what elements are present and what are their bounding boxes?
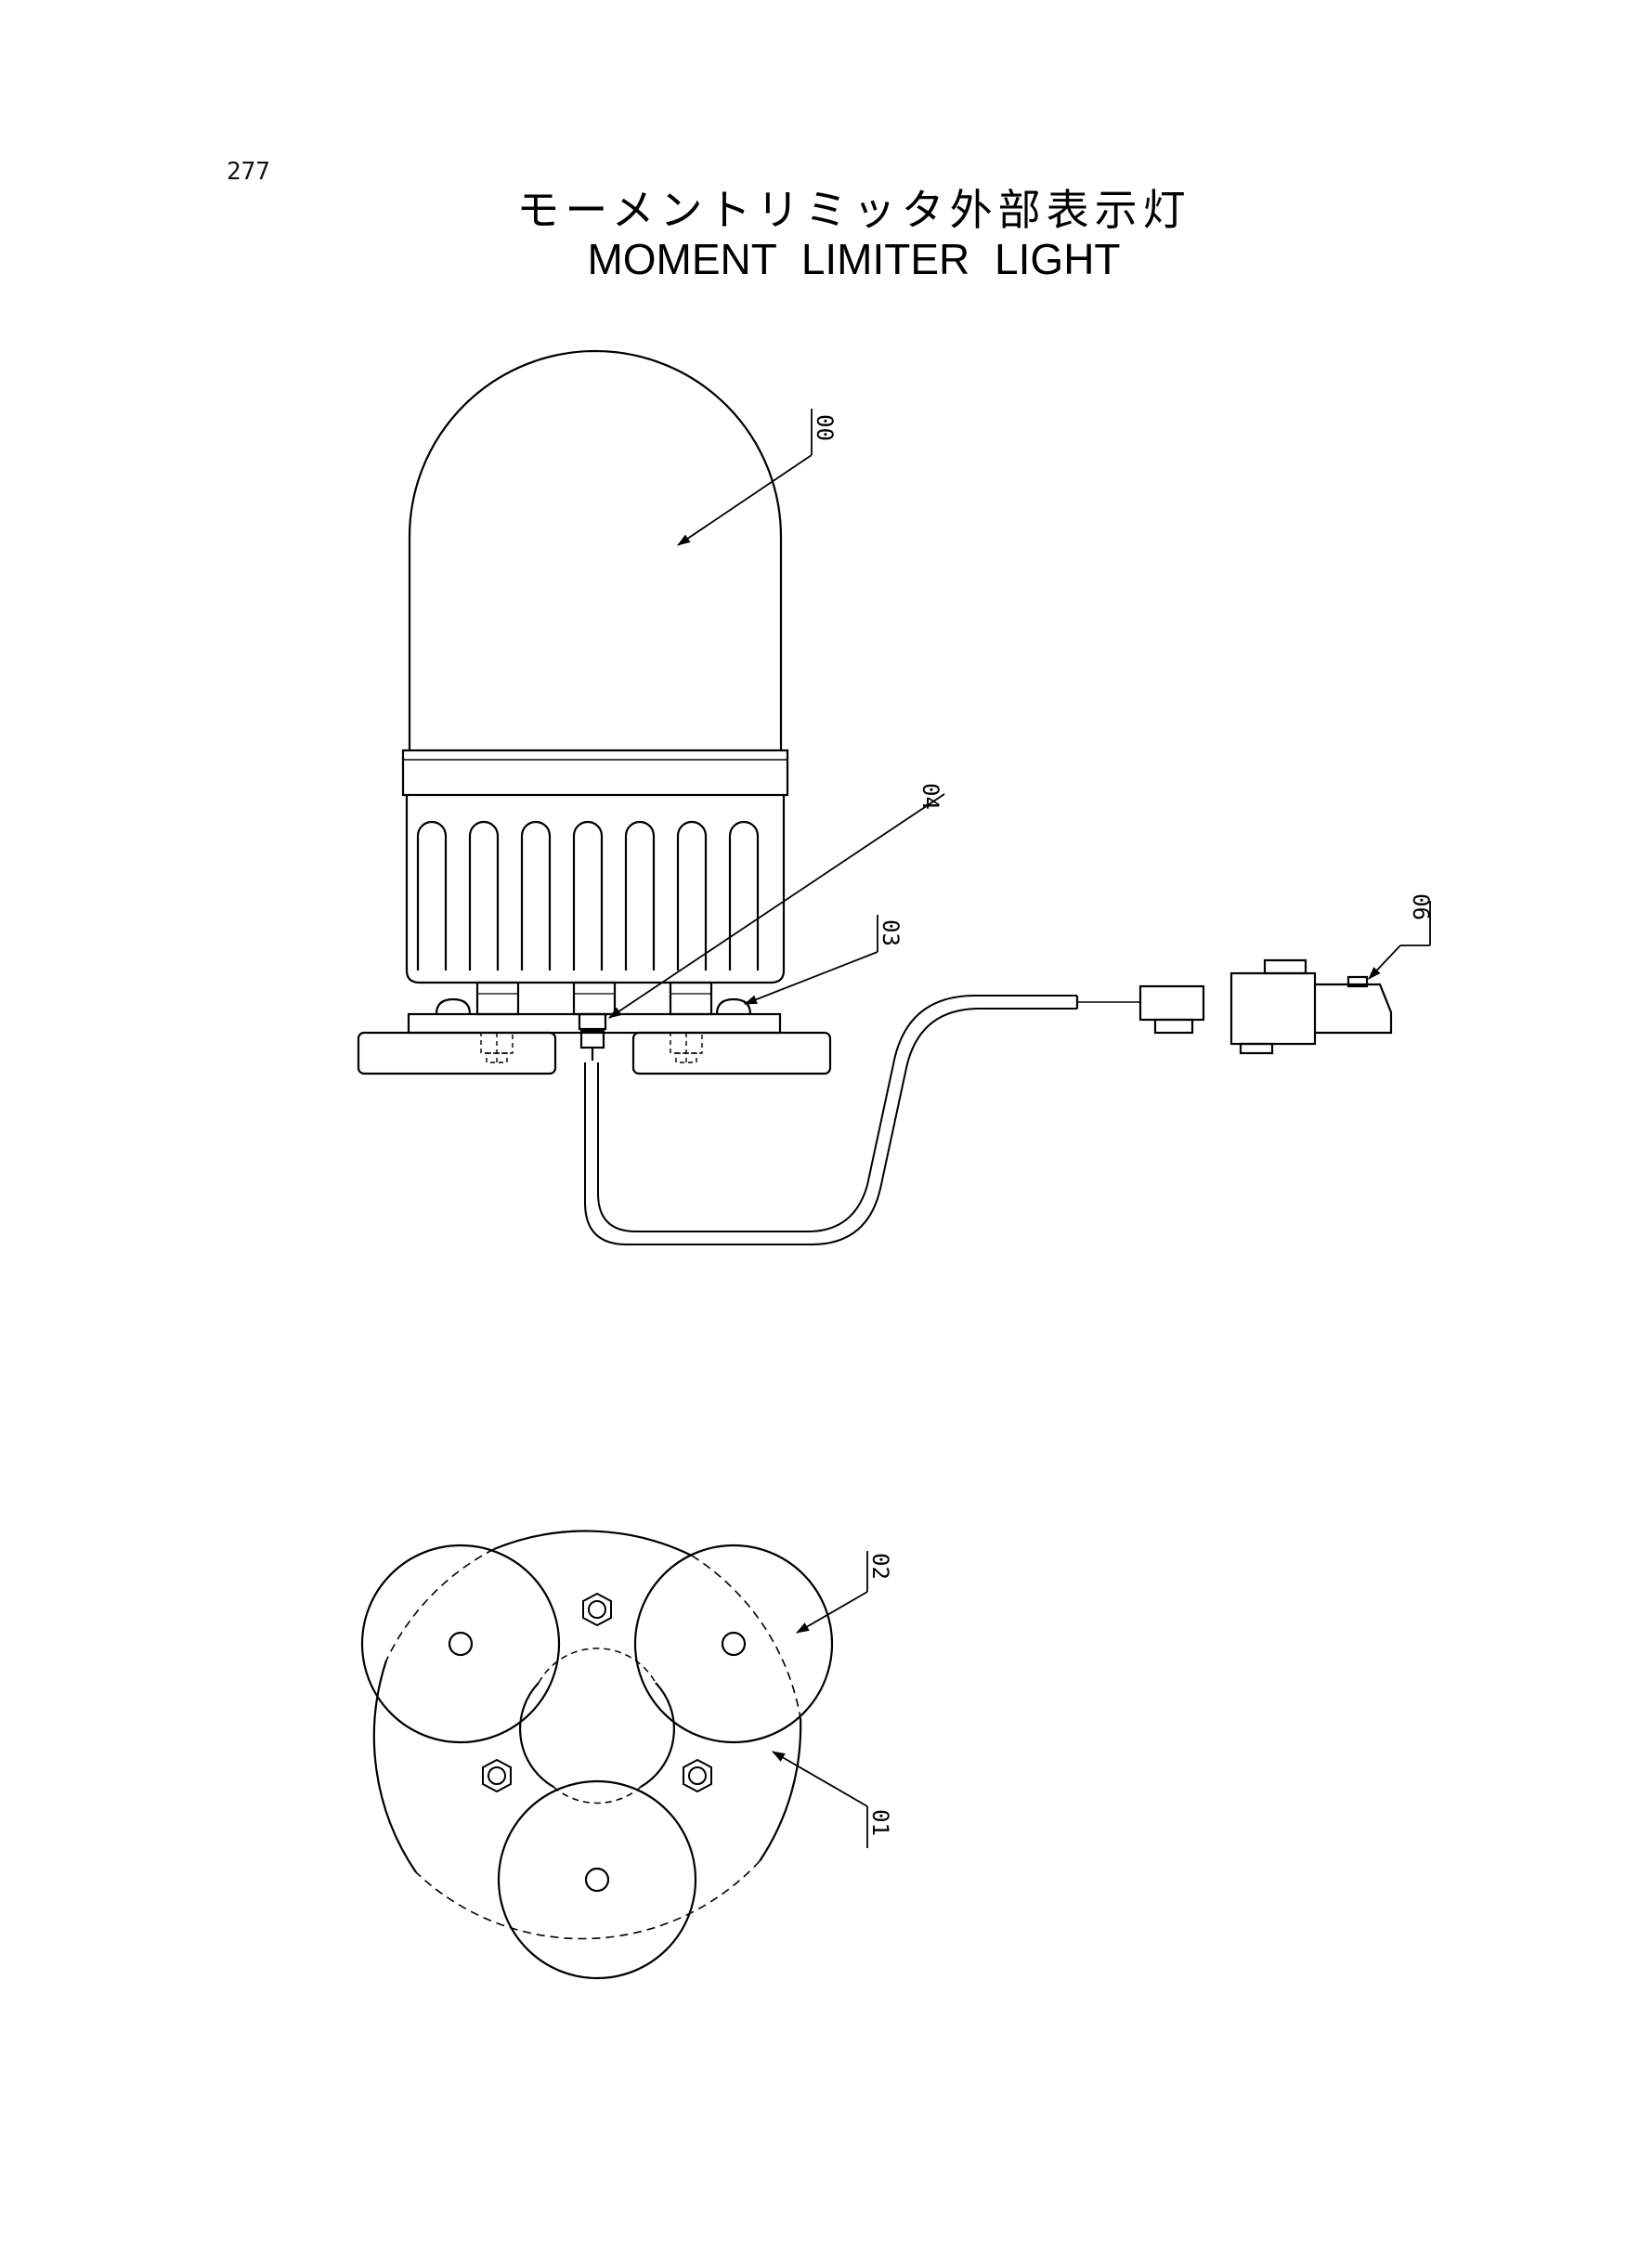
page-number: 277	[227, 158, 270, 186]
top-view-labels: 02 01	[867, 1553, 893, 1836]
callout-06: 06	[1408, 893, 1434, 920]
magnet-base-right	[631, 1031, 832, 1075]
magnet-left	[360, 1544, 561, 1744]
cable	[584, 1008, 1077, 1245]
housing-ribs	[416, 820, 760, 971]
hex-nuts	[482, 1592, 712, 1793]
light-top-view	[360, 1530, 834, 1980]
callout-01: 01	[867, 1809, 893, 1836]
center-boss-circle	[518, 1682, 676, 1788]
lens-band	[401, 749, 789, 797]
mounting-bosses	[475, 981, 713, 1016]
side-view-labels: 00 04 03 06	[812, 414, 1434, 946]
center-nut	[578, 1012, 607, 1031]
magnet-right	[633, 1544, 834, 1744]
base-circle-outer	[372, 1530, 802, 1873]
callout-02: 02	[867, 1553, 893, 1580]
light-side-view	[357, 349, 1393, 1245]
title-japanese: モーメントリミッタ外部表示灯	[516, 185, 1191, 235]
side-view-callouts	[608, 409, 1431, 1019]
magnet-base-left	[357, 1031, 557, 1075]
callout-00: 00	[812, 414, 838, 441]
callout-03: 03	[878, 919, 904, 946]
top-view-callouts	[772, 1551, 868, 1848]
title-english: MOMENT LIMITER LIGHT	[587, 235, 1121, 283]
magnet-bottom	[497, 1779, 697, 1980]
callout-04: 04	[917, 783, 943, 810]
lens-dome	[408, 349, 783, 750]
connector-plug	[1138, 958, 1393, 1055]
